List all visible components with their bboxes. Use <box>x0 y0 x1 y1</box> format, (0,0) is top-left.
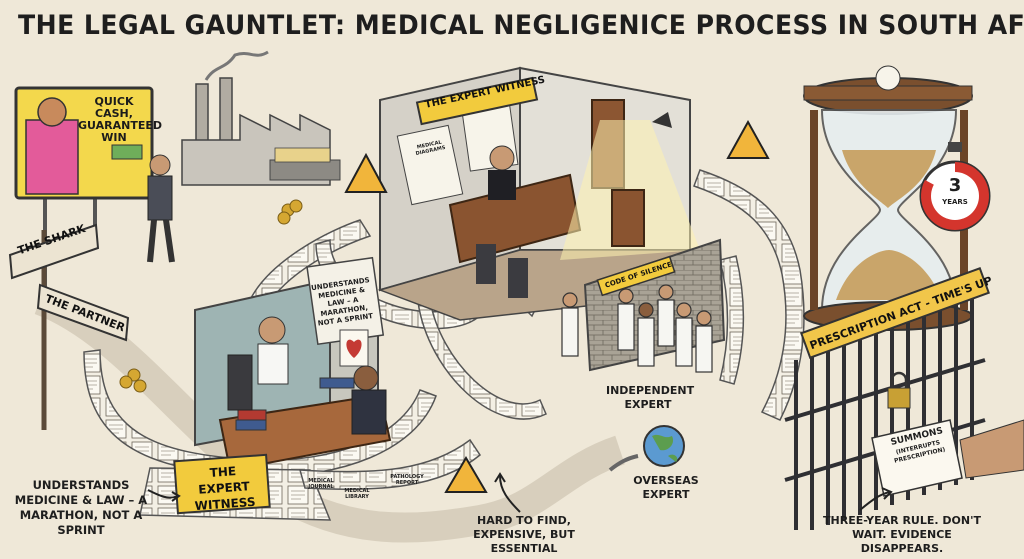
prescription-banner <box>800 267 990 359</box>
signpost <box>8 223 130 430</box>
stopwatch-icon <box>919 142 991 232</box>
office-board-note: UNDERSTANDS MEDICINE & LAW – A MARATHON,… <box>310 276 374 328</box>
bottom-left-note: UNDERSTANDS MEDICINE & LAW – A MARATHON,… <box>14 478 148 537</box>
summons-document <box>871 419 963 497</box>
doctors <box>561 284 713 373</box>
billboard-text: QUICK CASH, GUARANTEED WIN <box>78 95 162 144</box>
billboard <box>14 86 154 300</box>
wall-paper-medical-library: MEDICAL LIBRARY <box>344 488 370 500</box>
warning-icon <box>344 119 770 493</box>
globe-icon <box>643 425 685 467</box>
hard-to-find-note: HARD TO FIND, EXPENSIVE, BUT ESSENTIAL <box>473 514 575 555</box>
expert-witness-plaque-text: THE EXPERT WITNESS <box>194 464 256 514</box>
timer-number: 3 <box>948 175 962 196</box>
wall-paper-pathology-report: PATHOLOGY REPORT <box>390 474 424 486</box>
shark-lawyer <box>147 154 175 263</box>
three-year-rule-note: THREE-YEAR RULE. DON'T WAIT. EVIDENCE DI… <box>823 514 981 555</box>
independent-expert-label: INDEPENDENT EXPERT <box>606 384 695 411</box>
floor-path <box>34 285 626 543</box>
expert-witness-plaque <box>173 453 271 515</box>
coins <box>119 199 303 393</box>
overseas-expert-label: OVERSEAS EXPERT <box>633 474 699 501</box>
code-of-silence-sign <box>596 255 676 297</box>
page-title: THE LEGAL GAUNTLET: MEDICAL NEGLIGENICE … <box>18 10 1024 41</box>
hand <box>959 419 1024 479</box>
arrows <box>147 454 893 513</box>
factory <box>181 50 341 186</box>
wall-paper-medical-journal: MEDICAL JOURNAL <box>308 478 334 490</box>
timer-unit: YEARS <box>942 198 968 206</box>
office-cubicle <box>194 256 392 472</box>
expert-witness-banner <box>415 76 539 126</box>
padlock-icon <box>887 371 911 409</box>
